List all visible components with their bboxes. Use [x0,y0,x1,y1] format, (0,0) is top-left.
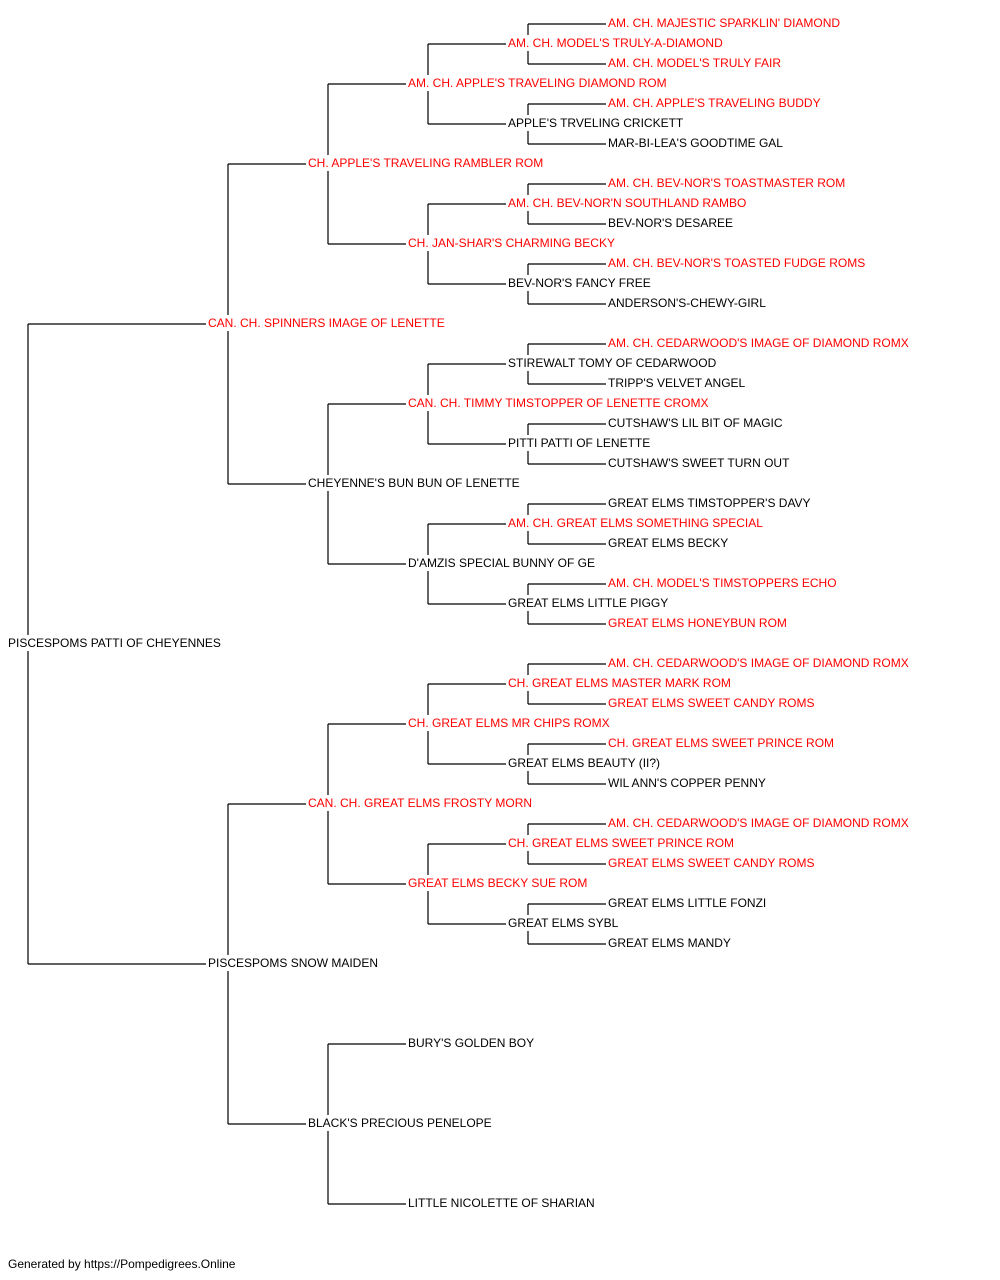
ancestor-name: AM. CH. APPLE'S TRAVELING DIAMOND ROM [408,75,669,91]
ancestor-name: GREAT ELMS SYBL [508,915,621,931]
ancestor-name: MAR-BI-LEA'S GOODTIME GAL [608,135,785,151]
ancestor-name: TRIPP'S VELVET ANGEL [608,375,748,391]
ancestor-name: AM. CH. APPLE'S TRAVELING BUDDY [608,95,823,111]
subject-dog-name: PISCESPOMS PATTI OF CHEYENNES [8,635,223,651]
ancestor-name: CAN. CH. SPINNERS IMAGE OF LENETTE [208,315,447,331]
ancestor-name: AM. CH. CEDARWOOD'S IMAGE OF DIAMOND ROM… [608,655,911,671]
ancestor-name: AM. CH. BEV-NOR'S TOASTED FUDGE ROMS [608,255,868,271]
ancestor-name: AM. CH. GREAT ELMS SOMETHING SPECIAL [508,515,765,531]
ancestor-name: CH. APPLE'S TRAVELING RAMBLER ROM [308,155,546,171]
ancestor-name: GREAT ELMS HONEYBUN ROM [608,615,789,631]
ancestor-name: GREAT ELMS LITTLE FONZI [608,895,769,911]
ancestor-name: GREAT ELMS BECKY [608,535,731,551]
ancestor-name: D'AMZIS SPECIAL BUNNY OF GE [408,555,597,571]
ancestor-name: GREAT ELMS SWEET CANDY ROMS [608,695,817,711]
ancestor-name: CUTSHAW'S SWEET TURN OUT [608,455,792,471]
ancestor-name: AM. CH. MODEL'S TRULY FAIR [608,55,783,71]
ancestor-name: CH. GREAT ELMS SWEET PRINCE ROM [608,735,837,751]
ancestor-name: PITTI PATTI OF LENETTE [508,435,653,451]
ancestor-name: GREAT ELMS LITTLE PIGGY [508,595,671,611]
ancestor-name: GREAT ELMS BEAUTY (II?) [508,755,663,771]
ancestor-name: AM. CH. CEDARWOOD'S IMAGE OF DIAMOND ROM… [608,815,911,831]
ancestor-name: BEV-NOR'S DESAREE [608,215,735,231]
ancestor-name: AM. CH. BEV-NOR'S TOASTMASTER ROM [608,175,848,191]
ancestor-name: ANDERSON'S-CHEWY-GIRL [608,295,768,311]
ancestor-name: AM. CH. MODEL'S TRULY-A-DIAMOND [508,35,725,51]
ancestor-name: CUTSHAW'S LIL BIT OF MAGIC [608,415,785,431]
ancestor-name: GREAT ELMS TIMSTOPPER'S DAVY [608,495,813,511]
ancestor-name: STIREWALT TOMY OF CEDARWOOD [508,355,719,371]
ancestor-name: AM. CH. MODEL'S TIMSTOPPERS ECHO [608,575,839,591]
footer-credit: Generated by https://Pompedigrees.Online [8,1257,236,1271]
ancestor-name: CHEYENNE'S BUN BUN OF LENETTE [308,475,522,491]
ancestor-name: BEV-NOR'S FANCY FREE [508,275,653,291]
ancestor-name: CAN. CH. TIMMY TIMSTOPPER OF LENETTE CRO… [408,395,711,411]
ancestor-name: WIL ANN'S COPPER PENNY [608,775,768,791]
ancestor-name: AM. CH. MAJESTIC SPARKLIN' DIAMOND [608,15,843,31]
ancestor-name: LITTLE NICOLETTE OF SHARIAN [408,1195,597,1211]
ancestor-name: CH. GREAT ELMS MR CHIPS ROMX [408,715,612,731]
ancestor-name: PISCESPOMS SNOW MAIDEN [208,955,381,971]
ancestor-name: BURY'S GOLDEN BOY [408,1035,537,1051]
ancestor-name: AM. CH. BEV-NOR'N SOUTHLAND RAMBO [508,195,749,211]
ancestor-name: BLACK'S PRECIOUS PENELOPE [308,1115,494,1131]
ancestor-name: GREAT ELMS MANDY [608,935,733,951]
ancestor-name: CH. JAN-SHAR'S CHARMING BECKY [408,235,617,251]
ancestor-name: GREAT ELMS BECKY SUE ROM [408,875,590,891]
ancestor-name: APPLE'S TRVELING CRICKETT [508,115,686,131]
ancestor-name: GREAT ELMS SWEET CANDY ROMS [608,855,817,871]
ancestor-name: CAN. CH. GREAT ELMS FROSTY MORN [308,795,535,811]
ancestor-name: CH. GREAT ELMS MASTER MARK ROM [508,675,733,691]
ancestor-name: CH. GREAT ELMS SWEET PRINCE ROM [508,835,737,851]
ancestor-name: AM. CH. CEDARWOOD'S IMAGE OF DIAMOND ROM… [608,335,911,351]
